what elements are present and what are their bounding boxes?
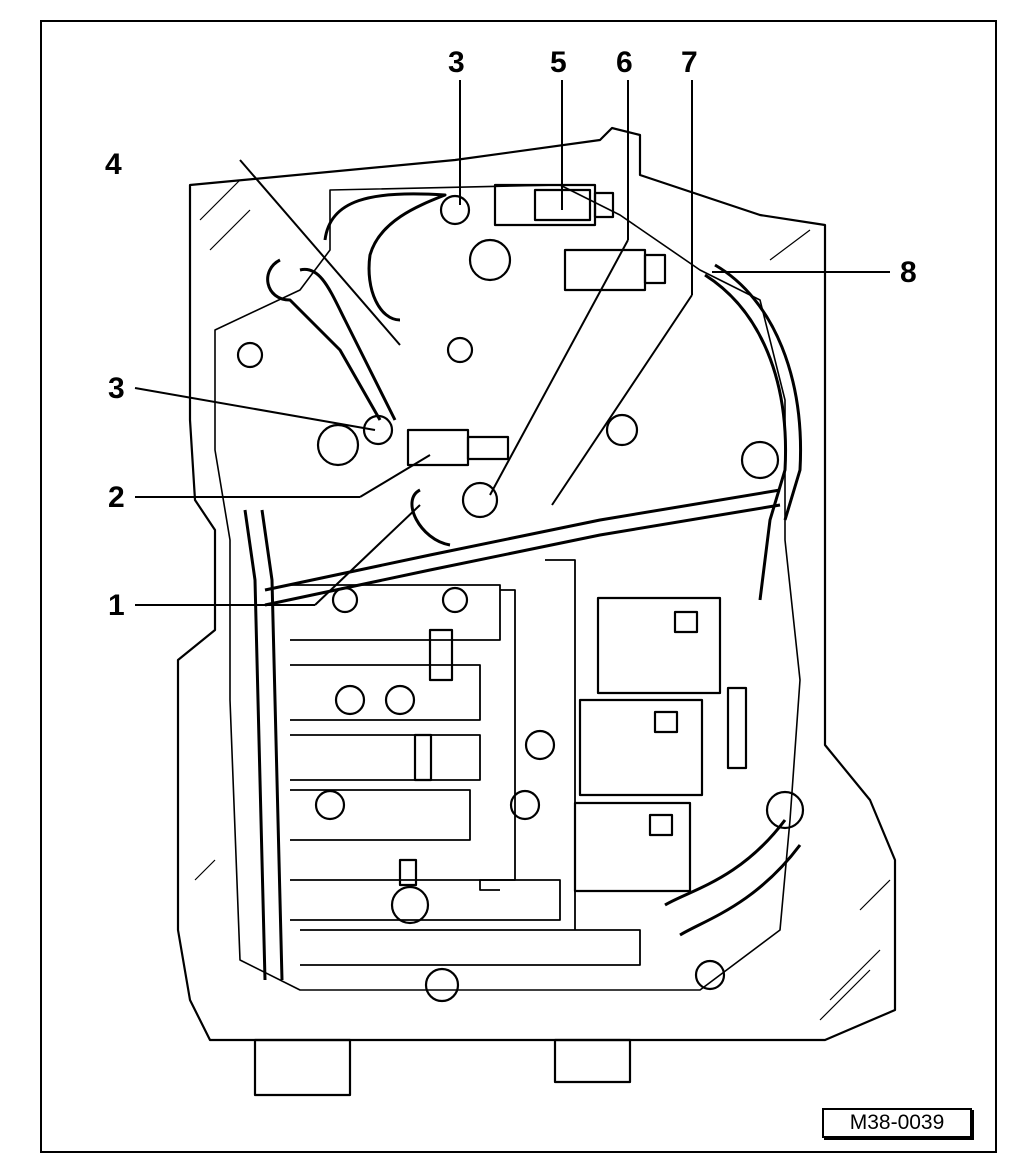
wire-harness-cross [264, 488, 781, 592]
leader-line-4 [239, 159, 401, 346]
right-harness [704, 273, 788, 601]
mounting-foot-left [253, 1038, 352, 1097]
housing-outline [176, 126, 897, 1042]
callout-2: 2 [108, 481, 125, 514]
callout-5: 5 [550, 46, 567, 79]
right-lower-pipe [664, 819, 787, 907]
callout-6: 6 [616, 46, 633, 79]
callout-3-top: 3 [448, 46, 465, 79]
leader-line-3-left [134, 387, 376, 431]
callout-7: 7 [681, 46, 698, 79]
mounting-foot-right [553, 1038, 632, 1084]
callout-4: 4 [105, 148, 122, 181]
solenoid-lower-2 [578, 698, 704, 797]
figure-reference-label: M38-0039 [822, 1108, 972, 1138]
callout-3-left: 3 [108, 372, 125, 405]
callout-1: 1 [108, 589, 125, 622]
inner-plate [214, 184, 801, 991]
wire-harness-upper [323, 192, 447, 322]
solenoid-2-body [406, 428, 470, 467]
bolt [439, 194, 471, 226]
callout-8: 8 [900, 256, 917, 289]
valve-bore [290, 584, 501, 641]
left-tube [243, 509, 267, 981]
solenoid-lower-1 [596, 596, 722, 695]
